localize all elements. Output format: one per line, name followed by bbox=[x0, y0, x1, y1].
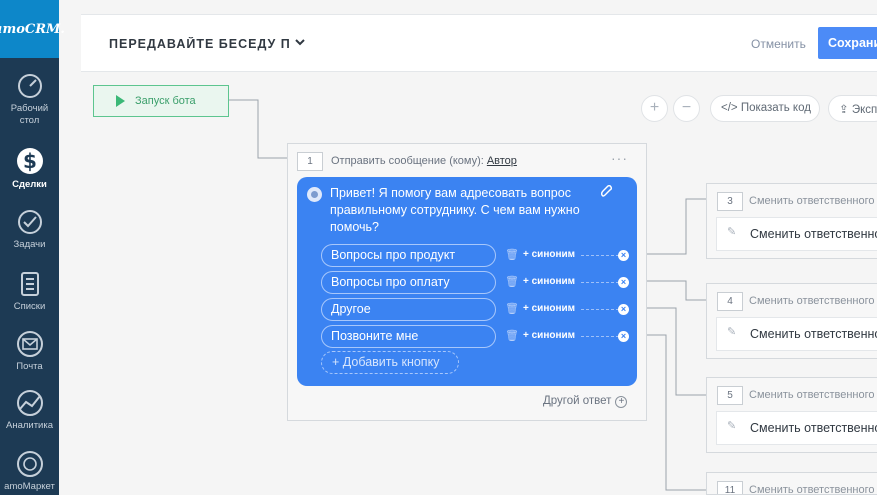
trash-icon[interactable]: 🗑 bbox=[505, 249, 519, 261]
answer-button[interactable]: Позвоните мне bbox=[321, 325, 496, 348]
node-body[interactable]: Сменить ответственного bbox=[716, 217, 877, 251]
pencil-icon[interactable]: ✎ bbox=[727, 226, 737, 238]
play-icon bbox=[116, 95, 125, 107]
start-bot-node[interactable]: Запуск бота bbox=[93, 85, 229, 117]
step-number: 1 bbox=[297, 152, 323, 171]
message-text[interactable]: Привет! Я помогу вам адресовать вопрос п… bbox=[330, 186, 580, 234]
dashed-connector bbox=[581, 282, 619, 283]
sidebar-item-tasks[interactable]: Задачи bbox=[0, 208, 59, 251]
sidebar: amoCRM. Рабочий стол $ Сделки Задачи Спи… bbox=[0, 0, 65, 495]
svg-text:$: $ bbox=[23, 149, 37, 173]
change-responsible-node[interactable]: 4 Сменить ответственного Сменить ответст… bbox=[706, 283, 877, 359]
dashed-connector bbox=[581, 336, 619, 337]
chevron-down-icon[interactable] bbox=[295, 37, 305, 49]
node-header: Отправить сообщение (кому):Автор bbox=[331, 155, 517, 167]
add-circle-icon: + bbox=[615, 396, 628, 408]
add-synonym-link[interactable]: + синоним bbox=[523, 249, 576, 260]
add-synonym-link[interactable]: + синоним bbox=[523, 330, 576, 341]
close-icon[interactable]: × bbox=[618, 277, 629, 288]
sidebar-item-label: Почта bbox=[16, 361, 43, 372]
dashed-connector bbox=[581, 309, 619, 310]
sidebar-item-label: Сделки bbox=[12, 179, 47, 190]
node-body[interactable]: Сменить ответственного bbox=[716, 317, 877, 351]
app-logo[interactable]: amoCRM. bbox=[0, 0, 65, 58]
pencil-icon[interactable]: ✎ bbox=[727, 326, 737, 338]
save-button[interactable]: Сохранить bbox=[818, 27, 877, 59]
answer-button[interactable]: Вопросы про продукт bbox=[321, 244, 496, 267]
editor-header: ПЕРЕДАВАЙТЕ БЕСЕДУ ПРАВИЛЬНОМУ Отменить … bbox=[81, 14, 877, 72]
deals-icon: $ bbox=[16, 148, 43, 174]
trash-icon[interactable]: 🗑 bbox=[505, 330, 519, 342]
close-icon[interactable]: × bbox=[618, 250, 629, 261]
attachment-icon[interactable] bbox=[600, 184, 613, 202]
trash-icon[interactable]: 🗑 bbox=[505, 303, 519, 315]
sidebar-item-dashboard[interactable]: Рабочий стол bbox=[0, 72, 59, 127]
message-bubble[interactable]: Привет! Я помогу вам адресовать вопрос п… bbox=[297, 177, 637, 386]
sidebar-item-label: Рабочий стол bbox=[10, 103, 49, 126]
other-answer-link[interactable]: Другой ответ+ bbox=[543, 395, 628, 408]
step-number: 4 bbox=[717, 292, 743, 311]
node-menu-icon[interactable]: ··· bbox=[611, 150, 628, 166]
send-message-node[interactable]: 1 Отправить сообщение (кому):Автор ··· П… bbox=[287, 143, 647, 421]
cancel-button[interactable]: Отменить bbox=[751, 37, 806, 51]
sidebar-item-label: amoМаркет bbox=[4, 481, 55, 492]
add-answer-button[interactable]: + Добавить кнопку bbox=[321, 351, 459, 374]
analytics-icon bbox=[16, 390, 43, 416]
close-icon[interactable]: × bbox=[618, 331, 629, 342]
sidebar-item-deals[interactable]: $ Сделки bbox=[0, 146, 59, 191]
market-icon bbox=[16, 451, 43, 477]
add-synonym-link[interactable]: + синоним bbox=[523, 276, 576, 287]
sidebar-item-analytics[interactable]: Аналитика bbox=[0, 389, 59, 432]
change-responsible-node[interactable]: 3 Сменить ответственного Сменить ответст… bbox=[706, 183, 877, 259]
tasks-icon bbox=[17, 210, 42, 234]
lists-icon bbox=[20, 272, 39, 296]
bot-avatar-icon bbox=[307, 187, 322, 202]
node-body[interactable]: Сменить ответственного bbox=[716, 411, 877, 445]
node-title: Сменить ответственного bbox=[749, 389, 875, 401]
bot-title[interactable]: ПЕРЕДАВАЙТЕ БЕСЕДУ ПРАВИЛЬНОМУ bbox=[109, 37, 289, 51]
sidebar-item-market[interactable]: amoМаркет bbox=[0, 450, 59, 493]
dashboard-icon bbox=[17, 74, 42, 98]
node-title: Сменить ответственного bbox=[749, 295, 875, 307]
recipient-link[interactable]: Автор bbox=[486, 155, 517, 167]
add-synonym-link[interactable]: + синоним bbox=[523, 303, 576, 314]
sidebar-item-mail[interactable]: Почта bbox=[0, 330, 59, 373]
step-number: 11 bbox=[717, 481, 743, 494]
sidebar-item-lists[interactable]: Списки bbox=[0, 270, 59, 313]
pencil-icon[interactable]: ✎ bbox=[727, 420, 737, 432]
mail-icon bbox=[16, 331, 43, 357]
change-responsible-node[interactable]: 11 Сменить ответственного bbox=[706, 472, 877, 495]
answer-button[interactable]: Вопросы про оплату bbox=[321, 271, 496, 294]
node-title: Сменить ответственного bbox=[749, 484, 875, 495]
step-number: 3 bbox=[717, 192, 743, 211]
sidebar-item-label: Аналитика bbox=[5, 420, 54, 431]
trash-icon[interactable]: 🗑 bbox=[505, 276, 519, 288]
zoom-in-button[interactable]: + bbox=[641, 95, 668, 122]
answer-button[interactable]: Другое bbox=[321, 298, 496, 321]
close-icon[interactable]: × bbox=[618, 304, 629, 315]
change-responsible-node[interactable]: 5 Сменить ответственного Сменить ответст… bbox=[706, 377, 877, 453]
show-code-button[interactable]: </> Показать код bbox=[710, 95, 820, 122]
sidebar-item-label: Списки bbox=[13, 301, 46, 312]
step-number: 5 bbox=[717, 386, 743, 405]
zoom-out-button[interactable]: − bbox=[673, 95, 700, 122]
node-title: Сменить ответственного bbox=[749, 195, 875, 207]
upload-icon: ⇪ bbox=[839, 104, 852, 116]
start-node-label: Запуск бота bbox=[135, 95, 196, 107]
export-button[interactable]: ⇪ Экспорт bbox=[828, 95, 877, 122]
dashed-connector bbox=[581, 255, 619, 256]
sidebar-item-label: Задачи bbox=[13, 239, 46, 250]
